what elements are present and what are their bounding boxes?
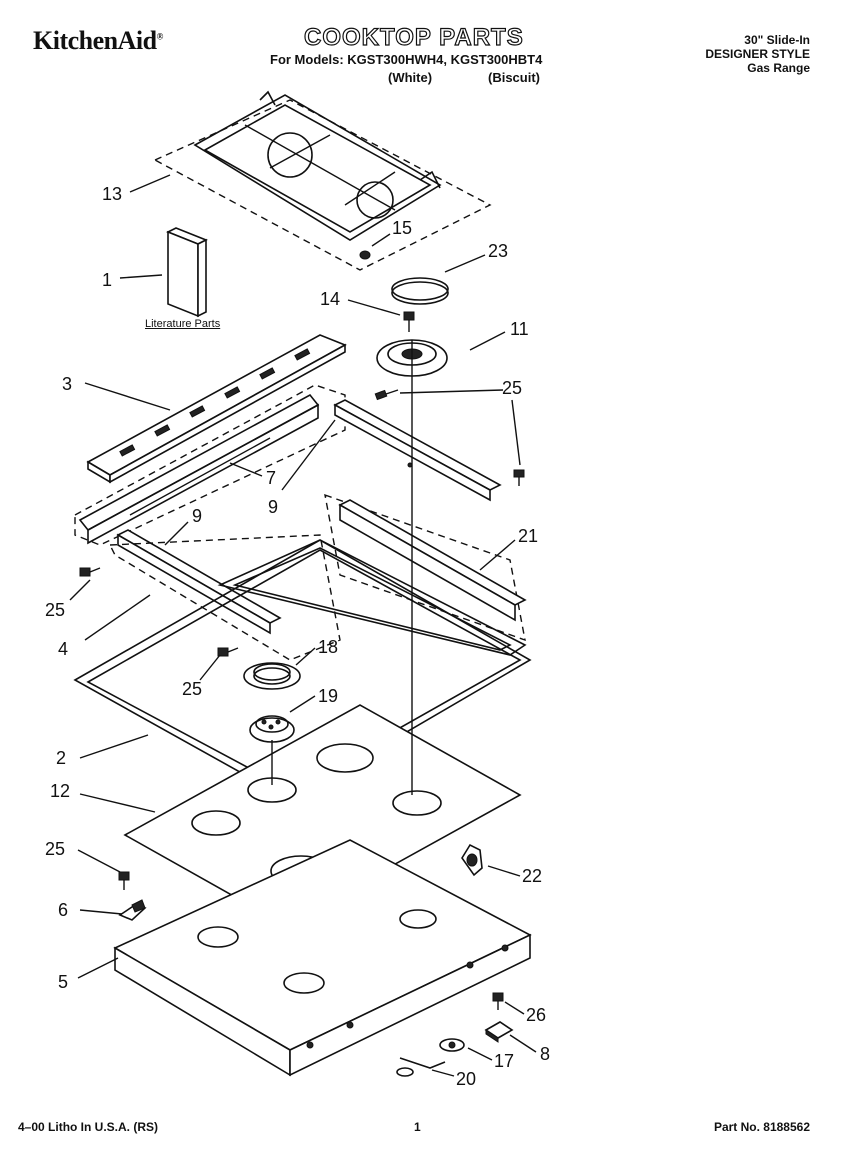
callout-7: 7 — [266, 468, 276, 488]
part-25-screw-a — [374, 389, 399, 401]
part-13-grate — [153, 90, 492, 271]
callout-13: 13 — [102, 184, 122, 204]
callout-25-lower: 25 — [45, 839, 65, 859]
litho-note: 4–00 Litho In U.S.A. (RS) — [18, 1120, 159, 1134]
page-number: 1 — [414, 1120, 421, 1134]
product-type: Gas Range — [747, 61, 810, 75]
part-26-screw — [492, 992, 504, 1010]
callout-11: 11 — [510, 319, 529, 339]
product-style: DESIGNER STYLE — [705, 47, 810, 61]
callout-8: 8 — [540, 1044, 550, 1064]
part-7-bracket — [74, 384, 346, 546]
callout-25-top: 25 — [502, 378, 522, 398]
part-8-bracket — [484, 1021, 514, 1043]
callout-6: 6 — [58, 900, 68, 920]
variant-biscuit: (Biscuit) — [488, 70, 540, 85]
part-19-burner-head — [249, 715, 295, 743]
part-17-igniter — [439, 1038, 465, 1052]
callout-12: 12 — [50, 781, 70, 801]
part-23-burner-cap — [391, 277, 449, 305]
part-3-vent-trim — [86, 334, 347, 484]
callout-9-right: 9 — [268, 497, 278, 517]
callout-21: 21 — [518, 526, 538, 546]
models-line: For Models: KGST300HWH4, KGST300HBT4 — [270, 52, 543, 67]
product-size: 30" Slide-In — [744, 33, 810, 47]
part-9-channel-right — [333, 399, 502, 502]
part-9-channel-left — [116, 529, 282, 635]
callout-numbers: 13 15 23 1 14 11 3 25 7 9 9 21 25 4 18 2… — [45, 184, 550, 1089]
part-1-literature — [166, 227, 208, 318]
callout-19: 19 — [318, 686, 338, 706]
callout-25-mid: 25 — [182, 679, 202, 699]
callout-5: 5 — [58, 972, 68, 992]
part-22-valve-seal — [461, 843, 483, 877]
leader-lines — [69, 174, 537, 1077]
part-21-front-trim — [324, 493, 527, 642]
page-title: COOKTOP PARTS — [303, 23, 524, 51]
callout-14: 14 — [320, 289, 340, 309]
part-25-screw-c — [79, 567, 101, 577]
part-25-screw-b — [513, 469, 525, 486]
callout-1: 1 — [102, 270, 112, 290]
callout-20: 20 — [456, 1069, 476, 1089]
part-5-cooktop-chassis — [113, 839, 532, 1077]
callout-26: 26 — [526, 1005, 546, 1025]
part-18-gasket — [243, 662, 301, 690]
assembly-lines — [271, 340, 413, 795]
part-12-cooktop-panel — [123, 704, 522, 926]
part-6-clip — [118, 899, 147, 921]
callout-15: 15 — [392, 218, 412, 238]
part-20-wire — [396, 1057, 446, 1077]
variant-white: (White) — [388, 70, 433, 85]
literature-parts-label: Literature Parts — [145, 318, 221, 330]
callout-9-left: 9 — [192, 506, 202, 526]
callout-18: 18 — [318, 637, 338, 657]
callout-2: 2 — [56, 748, 66, 768]
part-25-screw-d — [217, 647, 239, 657]
brand-logo: KitchenAid® — [33, 26, 163, 55]
callout-4: 4 — [58, 639, 68, 659]
callout-23: 23 — [488, 241, 508, 261]
part-14-screw — [403, 311, 415, 332]
callout-3: 3 — [62, 374, 72, 394]
callout-22: 22 — [522, 866, 542, 886]
callout-17: 17 — [494, 1051, 514, 1071]
part-15-grate-foot — [359, 250, 371, 260]
callout-25-left: 25 — [45, 600, 65, 620]
part-2-gasket-ring — [73, 539, 532, 801]
part-number: Part No. 8188562 — [713, 1120, 810, 1134]
part-25-screw-e — [118, 871, 130, 890]
